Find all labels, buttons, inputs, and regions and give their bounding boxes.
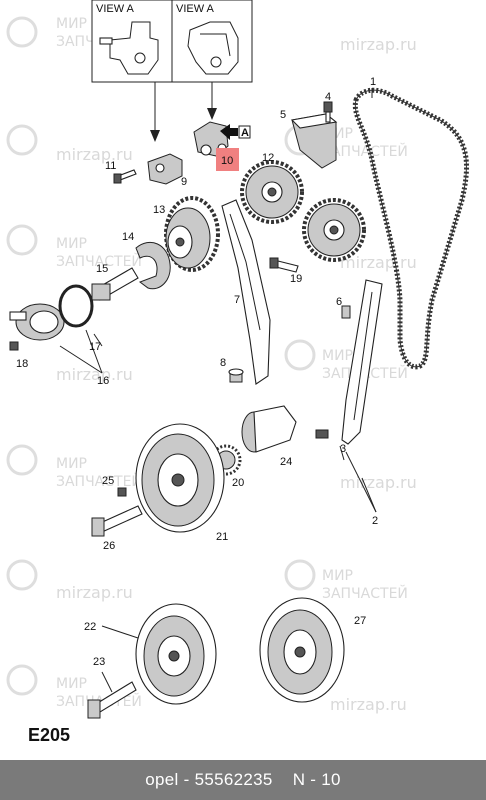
diagram-code: E205 xyxy=(28,725,71,745)
view-a-label-right: VIEW A xyxy=(176,3,215,15)
callout-4: 4 xyxy=(325,91,331,103)
watermark-site: mirzap.ru xyxy=(56,365,133,384)
footer-brand: opel xyxy=(145,770,179,789)
svg-text:МИР: МИР xyxy=(56,676,87,692)
svg-text:mirzap.ru: mirzap.ru xyxy=(56,145,133,164)
callout-20: 20 xyxy=(232,477,244,489)
callout-16: 16 xyxy=(97,375,109,387)
callout-25: 25 xyxy=(102,475,114,487)
callout-22: 22 xyxy=(84,621,96,633)
callout-15: 15 xyxy=(96,263,108,275)
watermark-site: mirzap.ru xyxy=(330,695,407,714)
timing-chain xyxy=(352,87,469,370)
callout-24: 24 xyxy=(280,456,292,468)
svg-text:ЗАПЧАСТЕЙ: ЗАПЧАСТЕЙ xyxy=(322,142,408,160)
callout-6: 6 xyxy=(336,296,342,308)
svg-text:МИР: МИР xyxy=(56,16,87,32)
bolt-11 xyxy=(113,169,137,184)
view-a-arrow: A xyxy=(220,124,251,140)
footer-page: N - 10 xyxy=(292,770,341,789)
callout-1: 1 xyxy=(370,76,376,88)
footer-part-number: 55562235 xyxy=(194,770,273,789)
svg-text:ЗАПЧАСТЕЙ: ЗАПЧАСТЕЙ xyxy=(56,472,142,490)
view-a-label-left: VIEW A xyxy=(96,3,135,15)
callout-9: 9 xyxy=(181,176,187,188)
callout-12: 12 xyxy=(262,152,274,164)
callout-17: 17 xyxy=(89,341,101,353)
exploded-parts-diagram: МИР ЗАПЧАСТЕЙ mirzap.ru mirzap.ru МИР ЗА… xyxy=(6,0,469,719)
watermark-block: mirzap.ru xyxy=(6,124,133,164)
callout-14: 14 xyxy=(122,231,134,243)
callout-18: 18 xyxy=(16,358,28,370)
callout-8: 8 xyxy=(220,357,226,369)
sprocket-12 xyxy=(240,160,304,224)
svg-text:МИР: МИР xyxy=(322,348,353,364)
callout-11: 11 xyxy=(105,160,116,172)
watermark-site: mirzap.ru xyxy=(340,253,417,272)
bolt-23 xyxy=(87,681,137,719)
pulley-22 xyxy=(135,603,217,705)
footer-separator: - xyxy=(178,770,195,789)
watermark-block: МИР ЗАПЧАСТЕЙ xyxy=(6,224,142,270)
callout-3: 3 xyxy=(340,443,346,455)
bolt-3 xyxy=(315,429,329,439)
svg-text:A: A xyxy=(241,127,249,139)
watermark-layer: МИР ЗАПЧАСТЕЙ mirzap.ru mirzap.ru МИР ЗА… xyxy=(6,16,417,714)
watermark-block: МИР ЗАПЧАСТЕЙ xyxy=(284,339,408,382)
footer-gap xyxy=(273,770,293,790)
part-15 xyxy=(91,267,139,301)
hub-24 xyxy=(241,405,297,453)
guide-rail-7 xyxy=(221,199,271,385)
highlight-part-10 xyxy=(216,148,239,171)
svg-text:МИР: МИР xyxy=(322,568,353,584)
svg-text:ЗАПЧАСТЕЙ: ЗАПЧАСТЕЙ xyxy=(322,584,408,602)
callout-13: 13 xyxy=(153,204,165,216)
bolt-8 xyxy=(228,368,244,383)
callout-numbers: 1 2 3 4 5 6 7 8 9 10 11 12 13 14 15 16 1… xyxy=(16,76,378,668)
part-14 xyxy=(135,242,171,290)
callout-19: 19 xyxy=(290,273,302,285)
callout-10: 10 xyxy=(221,155,233,167)
callout-27: 27 xyxy=(354,615,366,627)
bolt-19 xyxy=(269,257,299,273)
callout-23: 23 xyxy=(93,656,105,668)
watermark-block: mirzap.ru xyxy=(6,559,133,602)
watermark-site: mirzap.ru xyxy=(340,473,417,492)
callout-7: 7 xyxy=(234,294,240,306)
bolt-4 xyxy=(323,101,333,123)
camshaft-adjuster-13 xyxy=(164,196,220,272)
watermark-site: mirzap.ru xyxy=(340,35,417,54)
housing-16 xyxy=(9,303,65,341)
callout-21: 21 xyxy=(216,531,228,543)
bolt-18 xyxy=(9,341,19,351)
svg-text:mirzap.ru: mirzap.ru xyxy=(56,583,133,602)
watermark-block: МИР ЗАПЧАСТЕЙ xyxy=(284,559,408,602)
svg-text:ЗАПЧАСТЕЙ: ЗАПЧАСТЕЙ xyxy=(56,252,142,270)
callout-26: 26 xyxy=(103,540,115,552)
o-ring-17 xyxy=(58,284,94,328)
bracket-9 xyxy=(147,153,183,185)
pin-6 xyxy=(341,305,351,319)
callout-5: 5 xyxy=(280,109,286,121)
pulley-27 xyxy=(259,597,345,703)
guide-rail-2 xyxy=(341,279,383,445)
watermark-block: МИР ЗАПЧАСТЕЙ xyxy=(6,444,142,490)
footer-bar: opel - 55562235 N - 10 xyxy=(0,760,486,800)
callout-2: 2 xyxy=(372,515,378,527)
leader-lines xyxy=(59,88,377,693)
pulley-21 xyxy=(135,423,225,533)
svg-text:МИР: МИР xyxy=(56,236,87,252)
bolt-26 xyxy=(91,505,143,537)
bolt-25 xyxy=(117,487,127,497)
view-a-inset: VIEW A VIEW A xyxy=(91,0,253,142)
sprocket-upper-right xyxy=(302,198,366,262)
svg-text:МИР: МИР xyxy=(56,456,87,472)
